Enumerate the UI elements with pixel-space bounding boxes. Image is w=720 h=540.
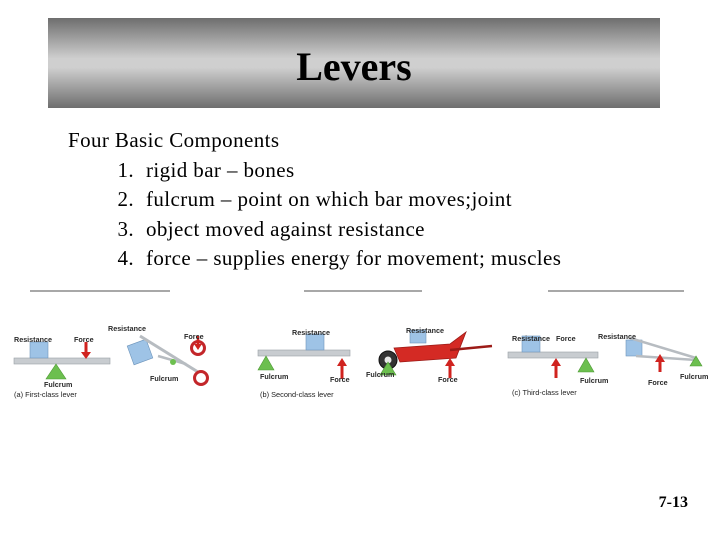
resistance-block-2 (409, 329, 427, 344)
wheel-hub (384, 356, 392, 364)
second-class-caption: (b) Second-class lever (260, 390, 334, 399)
copyright-line (30, 288, 170, 294)
list-item: 1. rigid bar – bones (68, 156, 561, 186)
copyright-line (548, 288, 684, 294)
third-class-lever-illustration (507, 335, 703, 378)
fulcrum-triangle (257, 355, 275, 371)
lever-bar (257, 349, 351, 357)
resistance-block (521, 335, 541, 353)
list-item: 4. force – supplies energy for movement; … (68, 244, 561, 274)
item-text: object moved against resistance (146, 216, 425, 241)
resistance-block (29, 341, 49, 359)
force-arrow-head (551, 358, 561, 366)
title-bar: Levers (48, 18, 660, 108)
second-class-lever-illustration (257, 329, 493, 379)
item-text: fulcrum – point on which bar moves;joint (146, 187, 512, 211)
list-item: 3. object moved against resistance (68, 215, 561, 245)
resistance-label-2: Resistance (598, 332, 636, 341)
resistance-label: Resistance (292, 328, 330, 337)
force-arrow-head-2 (655, 354, 665, 362)
fulcrum-triangle-2 (379, 361, 397, 376)
item-number: 3. (117, 216, 134, 241)
resistance-block (305, 333, 325, 351)
resistance-block-tilted (126, 338, 154, 366)
lever-figure: Resistance Force Fulcrum Resistance Forc… (8, 284, 712, 408)
fulcrum-label-2: Fulcrum (680, 372, 709, 381)
first-class-caption: (a) First-class lever (14, 390, 77, 399)
fulcrum-label: Fulcrum (580, 376, 609, 385)
section-heading: Four Basic Components (68, 128, 280, 152)
item-number: 2. (117, 187, 134, 211)
first-class-lever-illustration (13, 334, 209, 386)
resistance-label: Resistance (512, 334, 550, 343)
scissors-pivot (170, 359, 176, 365)
components-list: 1. rigid bar – bones 2. fulcrum – point on… (68, 156, 561, 274)
first-class-lever-panel: Resistance Force Fulcrum Resistance Forc… (8, 284, 244, 408)
force-arrow-head (337, 358, 347, 366)
wheelbarrow-handle (449, 344, 493, 352)
tweezers-arm (629, 336, 697, 360)
third-class-lever-panel: Resistance Force Fulcrum Resistance Forc… (500, 284, 712, 408)
force-label-2: Force (648, 378, 668, 387)
resistance-label-2: Resistance (406, 326, 444, 335)
list-item: 2. fulcrum – point on which bar moves;joi… (68, 185, 561, 215)
fulcrum-label: Fulcrum (44, 380, 73, 389)
slide-title: Levers (296, 43, 412, 89)
resistance-label-2: Resistance (108, 324, 146, 333)
fulcrum-triangle (45, 363, 67, 380)
scissors-blade (139, 334, 199, 374)
item-text: force – supplies energy for movement; mu… (146, 246, 562, 270)
second-class-lever-panel: Resistance Fulcrum Force Resistance Fulc… (254, 284, 493, 408)
force-arrow-head (81, 352, 91, 359)
force-label: Force (556, 334, 576, 343)
slide-body: Four Basic Components 1. rigid bar – bone… (68, 126, 561, 274)
item-number: 1. (117, 157, 134, 182)
wheelbarrow-tub (393, 330, 467, 363)
item-text: rigid bar – bones (146, 157, 295, 182)
force-arrow-head-2 (194, 344, 202, 350)
force-label: Force (74, 335, 94, 344)
third-class-caption: (c) Third-class lever (512, 388, 577, 397)
fulcrum-label: Fulcrum (260, 372, 289, 381)
copyright-line (304, 288, 422, 294)
force-label-2: Force (438, 375, 458, 384)
resistance-block-2 (625, 339, 643, 357)
resistance-label: Resistance (14, 335, 52, 344)
force-label: Force (330, 375, 350, 384)
tweezers-arm-2 (635, 354, 697, 362)
fulcrum-triangle (577, 357, 595, 373)
force-arrow-head-2 (445, 358, 455, 366)
fulcrum-label-2: Fulcrum (366, 370, 395, 379)
item-number: 4. (117, 246, 134, 270)
fulcrum-triangle-2 (689, 355, 703, 367)
fulcrum-label-2: Fulcrum (150, 374, 179, 383)
lever-bar (507, 351, 599, 359)
force-label-2: Force (184, 332, 204, 341)
page-number: 7-13 (658, 494, 688, 511)
scissors-handle-2 (193, 370, 209, 386)
lever-bar (13, 357, 111, 365)
